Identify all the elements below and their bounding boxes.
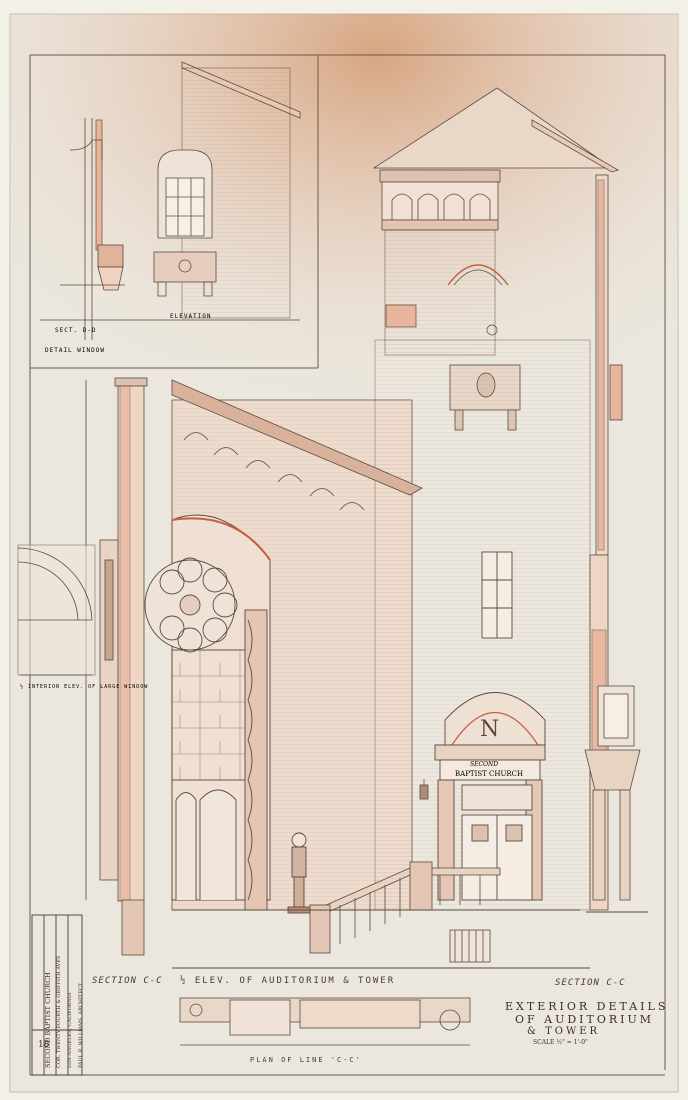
ground-line: [172, 909, 648, 969]
tower-shaft: [384, 229, 509, 356]
sheet-scale: SCALE ½" = 1'-0": [533, 1039, 588, 1046]
title-block-address: COR. TWENTY FOURTH & GRIFFITH AVES: [56, 955, 62, 1068]
church-sign-line-1: SECOND: [470, 761, 498, 768]
main-elevation-title: ½ ELEV. OF AUDITORIUM & TOWER: [180, 976, 396, 986]
church-sign-line-2: BAPTIST CHURCH: [455, 770, 523, 778]
section-column: [85, 377, 148, 956]
tower-side-window: [481, 551, 513, 639]
sheet-title-line-1: EXTERIOR DETAILS: [505, 1000, 669, 1013]
wall-lantern: [419, 779, 429, 800]
upper-elevation-title: ELEVATION: [170, 313, 212, 320]
rose-window: [144, 514, 271, 911]
stair-balustrade: [309, 861, 501, 963]
tower-cap: [372, 87, 614, 231]
church-entrance: N: [434, 692, 546, 901]
upper-section-detail: [40, 118, 300, 340]
large-window-detail: [17, 544, 96, 676]
sheet-title-line-2: OF AUDITORIUM: [515, 1013, 655, 1026]
sheet-title-block: EXTERIOR DETAILS OF AUDITORIUM & TOWER S…: [505, 1000, 665, 1046]
sheet-title-line-3: & TOWER: [527, 1026, 601, 1037]
title-block-city: LOS ANGELES, CALIFORNIA: [67, 992, 73, 1069]
section-title-left: SECTION C-C: [92, 976, 163, 986]
title-block: [31, 914, 83, 1076]
upper-elevation-window: [153, 61, 301, 319]
detail-window-title: DETAIL WINDOW: [45, 347, 105, 354]
title-block-church: SECOND BAPTIST CHURCH: [44, 972, 52, 1068]
title-block-architect: PAUL R. WILLIAMS, ARCHITECT: [78, 982, 84, 1068]
plan-title: PLAN OF LINE 'C-C': [250, 1056, 362, 1064]
plan-line-cc: [179, 997, 471, 1046]
sheet-number: 18: [38, 1040, 50, 1050]
section-title-right: SECTION C-C: [555, 978, 626, 988]
svg-text:N: N: [480, 717, 499, 742]
upper-section-title: SECT. D-D: [55, 327, 97, 334]
interior-elev-title: ½ INTERIOR ELEV. OF LARGE WINDOW: [20, 683, 148, 690]
tower-column-right: [584, 554, 641, 911]
